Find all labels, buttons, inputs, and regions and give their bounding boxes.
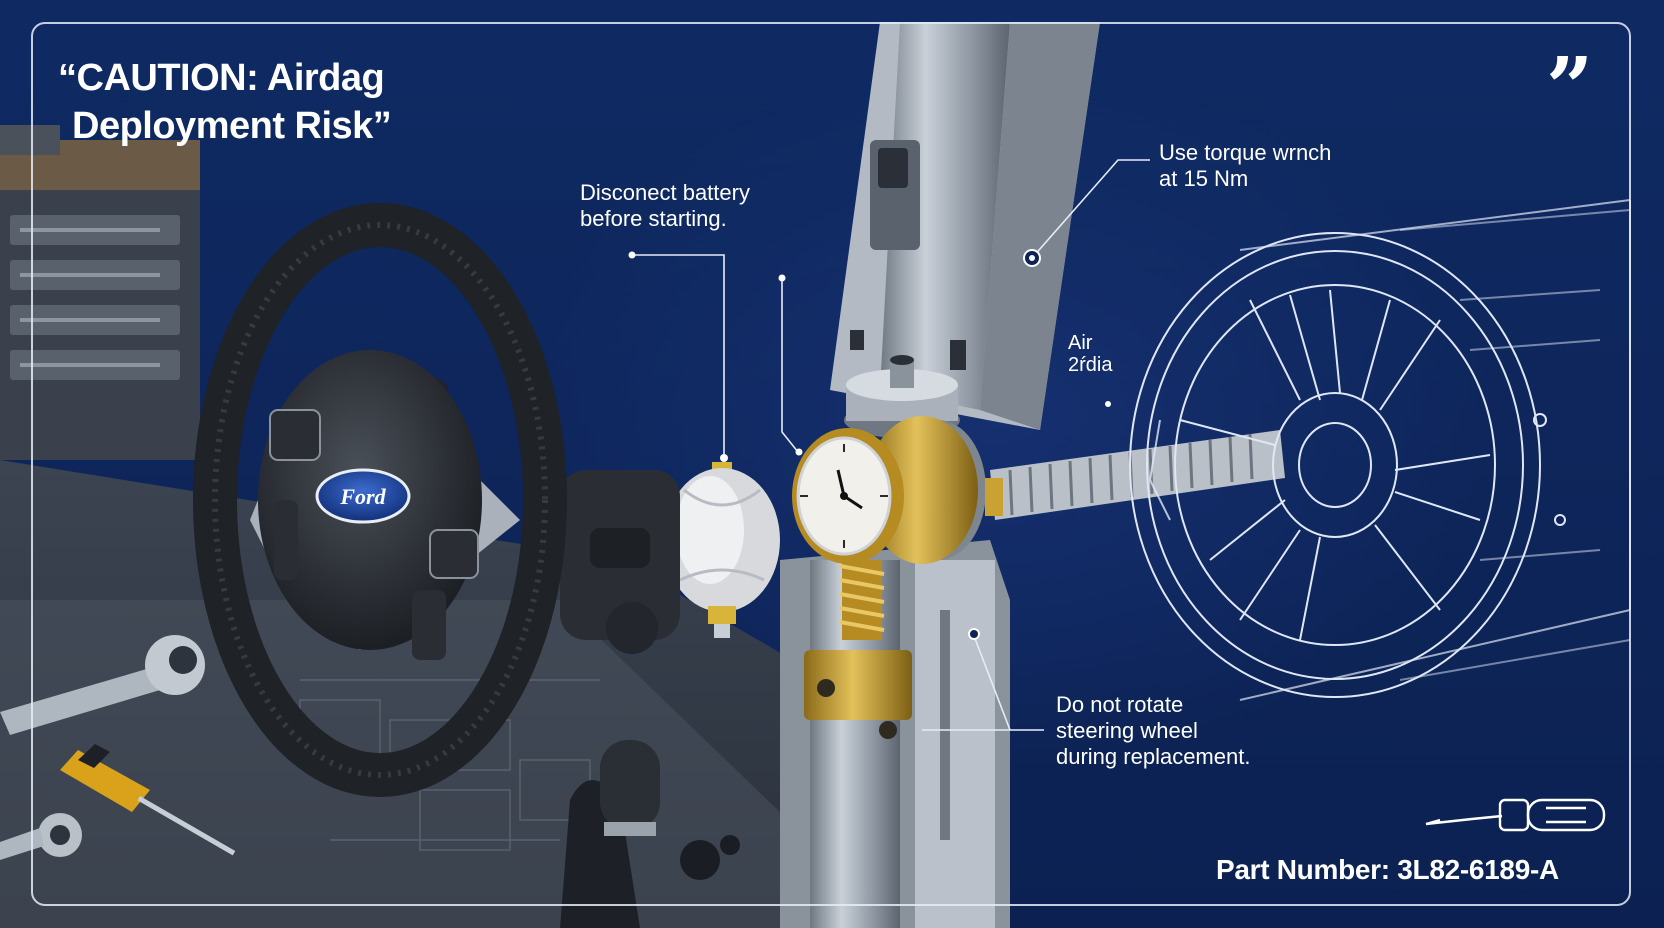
wrench-icon xyxy=(0,635,205,860)
torque-spring xyxy=(839,560,885,640)
steering-wheel: Ford xyxy=(193,203,680,797)
caution-title-line1: “CAUTION: Airdag xyxy=(58,57,385,99)
callout-battery-line1: Disconect battery xyxy=(580,180,750,205)
airbag-module xyxy=(664,462,780,638)
caution-title-line2: Deployment Risk” xyxy=(72,105,392,147)
blueprint-drawing xyxy=(1129,199,1631,701)
callout-torque-line2: at 15 Nm xyxy=(1159,166,1249,191)
callout-battery-line2: before starting. xyxy=(580,206,727,231)
ford-logo-text: Ford xyxy=(339,484,386,509)
callout-torque-line1: Use torque wrnch xyxy=(1159,140,1332,165)
caution-title: “CAUTION: Airdag Deployment Risk” xyxy=(58,54,498,150)
callout-rotate-line1: Do not rotate xyxy=(1056,692,1184,717)
ford-logo xyxy=(315,468,411,524)
torque-gauge xyxy=(792,416,1003,564)
callout-air-line2: 2ŕdia xyxy=(1068,354,1113,376)
callout-battery: Disconect battery before starting. xyxy=(580,180,750,232)
steering-column-lower xyxy=(780,540,1010,928)
quote-icon: ” xyxy=(1546,40,1594,136)
threaded-shaft xyxy=(990,430,1285,520)
part-number: Part Number: 3L82-6189-A xyxy=(1216,854,1559,885)
callout-air-line1: Air xyxy=(1068,332,1093,354)
callout-air: Air 2ŕdia xyxy=(1068,332,1112,376)
callout-torque: Use torque wrnch at 15 Nm xyxy=(1159,140,1331,192)
tool-chest xyxy=(0,125,200,460)
frame-border xyxy=(31,22,1631,906)
steering-column-upper xyxy=(830,22,1100,430)
screwdriver-icon xyxy=(1425,798,1606,832)
leader-lines xyxy=(628,159,1150,731)
callout-rotate: Do not rotate steering wheel during repl… xyxy=(1056,692,1250,770)
screwdriver-on-bench xyxy=(60,744,236,856)
callout-rotate-line2: steering wheel xyxy=(1056,718,1198,743)
callout-rotate-line3: during replacement. xyxy=(1056,744,1251,769)
